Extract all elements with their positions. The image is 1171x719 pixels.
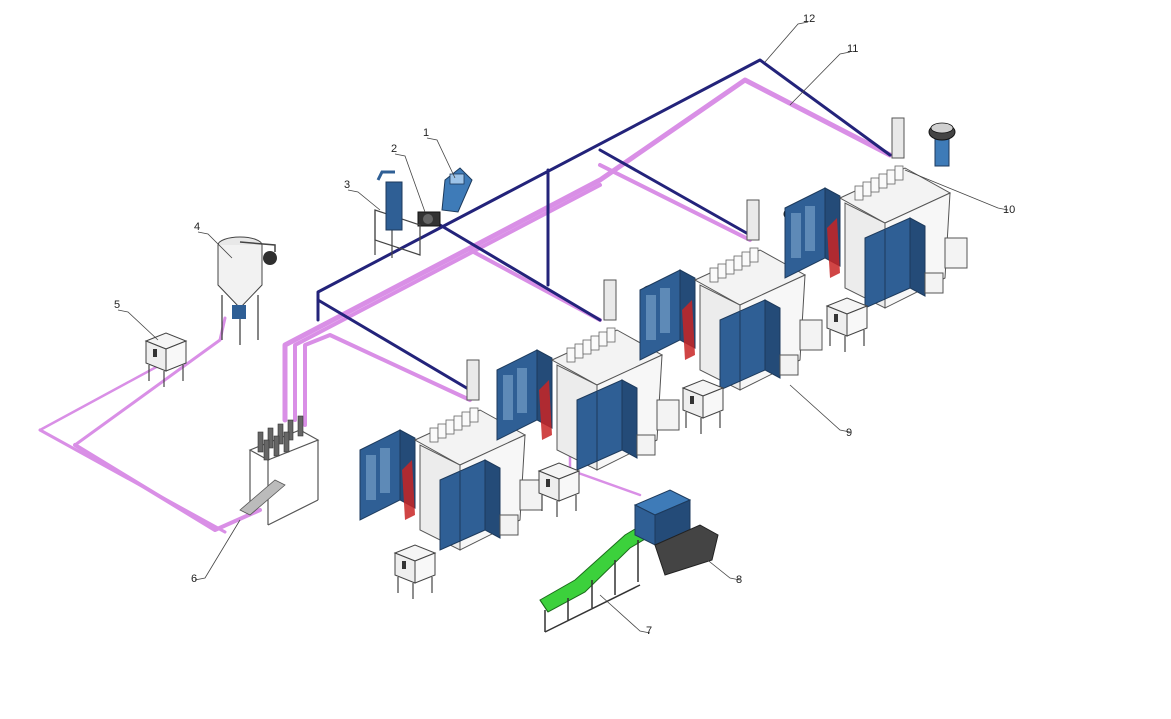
- control-panel-icon: [441, 167, 473, 213]
- dryer-unit-m3: [682, 379, 724, 435]
- callout-leaders: [117, 21, 1009, 634]
- cyclone-filter-icon: [374, 170, 421, 258]
- callout-6: 6: [191, 573, 197, 585]
- dryer-unit-m1: [394, 544, 436, 600]
- manifold-station-icon: [239, 415, 320, 526]
- callout-9: 9: [846, 427, 852, 439]
- callout-7: 7: [646, 625, 652, 637]
- callout-1: 1: [423, 127, 429, 139]
- callout-3: 3: [344, 179, 350, 191]
- callout-labels: 1 2 3 4 5 6 7 8 9 10 11 12: [114, 13, 1015, 637]
- callout-2: 2: [391, 143, 397, 155]
- callout-10: 10: [1003, 204, 1015, 216]
- mixer-silo-icon: [217, 236, 277, 345]
- callout-4: 4: [194, 221, 200, 233]
- callout-12: 12: [803, 13, 815, 25]
- callout-11: 11: [847, 43, 858, 55]
- pipe-network: [38, 58, 893, 534]
- vacuum-pump-icon: [417, 211, 441, 227]
- crusher-icon: [633, 489, 719, 576]
- callout-8: 8: [736, 574, 742, 586]
- dryer-unit-m4: [826, 297, 868, 353]
- callout-5: 5: [114, 299, 120, 311]
- dryer-unit-m2: [538, 462, 580, 518]
